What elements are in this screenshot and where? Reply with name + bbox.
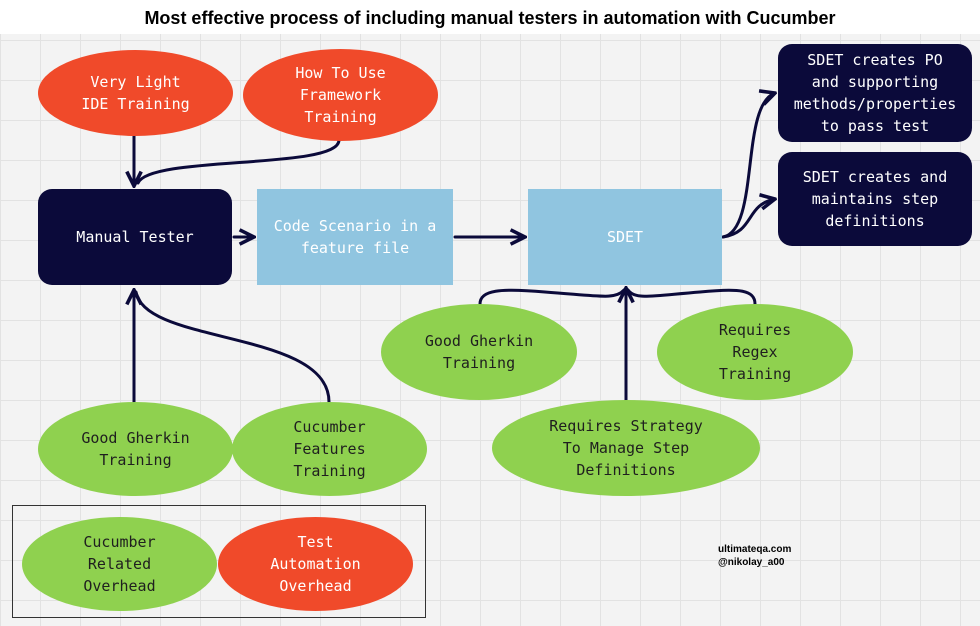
legend-cucumber-overhead: Cucumber Related Overhead bbox=[22, 517, 217, 611]
cucumber-features-training-node: Cucumber Features Training bbox=[232, 402, 427, 496]
sdet-po-node: SDET creates PO and supporting methods/p… bbox=[778, 44, 972, 142]
credit: ultimateqa.com @nikolay_a00 bbox=[718, 543, 791, 569]
regex-training-node: Requires Regex Training bbox=[657, 304, 853, 400]
arrow-framework-to-tester bbox=[136, 138, 341, 185]
diagram-title: Most effective process of including manu… bbox=[0, 0, 980, 34]
code-scenario-node: Code Scenario in a feature file bbox=[257, 189, 453, 285]
step-strategy-node: Requires Strategy To Manage Step Definit… bbox=[492, 400, 760, 496]
arrow-regex-to-sdet bbox=[626, 288, 757, 306]
arrow-gherkin-right-to-sdet bbox=[478, 288, 626, 306]
arrow-sdet-to-steps bbox=[721, 199, 775, 239]
sdet-step-definitions-node: SDET creates and maintains step definiti… bbox=[778, 152, 972, 246]
gherkin-training-right-node: Good Gherkin Training bbox=[381, 304, 577, 400]
arrow-cucumber-to-tester bbox=[134, 290, 331, 404]
credit-site: ultimateqa.com bbox=[718, 544, 792, 555]
arrow-sdet-to-po bbox=[721, 93, 775, 239]
sdet-node: SDET bbox=[528, 189, 722, 285]
manual-tester-node: Manual Tester bbox=[38, 189, 232, 285]
ide-training-node: Very Light IDE Training bbox=[38, 50, 233, 136]
framework-training-node: How To Use Framework Training bbox=[243, 49, 438, 141]
credit-handle: @nikolay_a00 bbox=[718, 557, 785, 568]
legend-automation-overhead: Test Automation Overhead bbox=[218, 517, 413, 611]
gherkin-training-left-node: Good Gherkin Training bbox=[38, 402, 233, 496]
legend-box bbox=[12, 505, 426, 618]
